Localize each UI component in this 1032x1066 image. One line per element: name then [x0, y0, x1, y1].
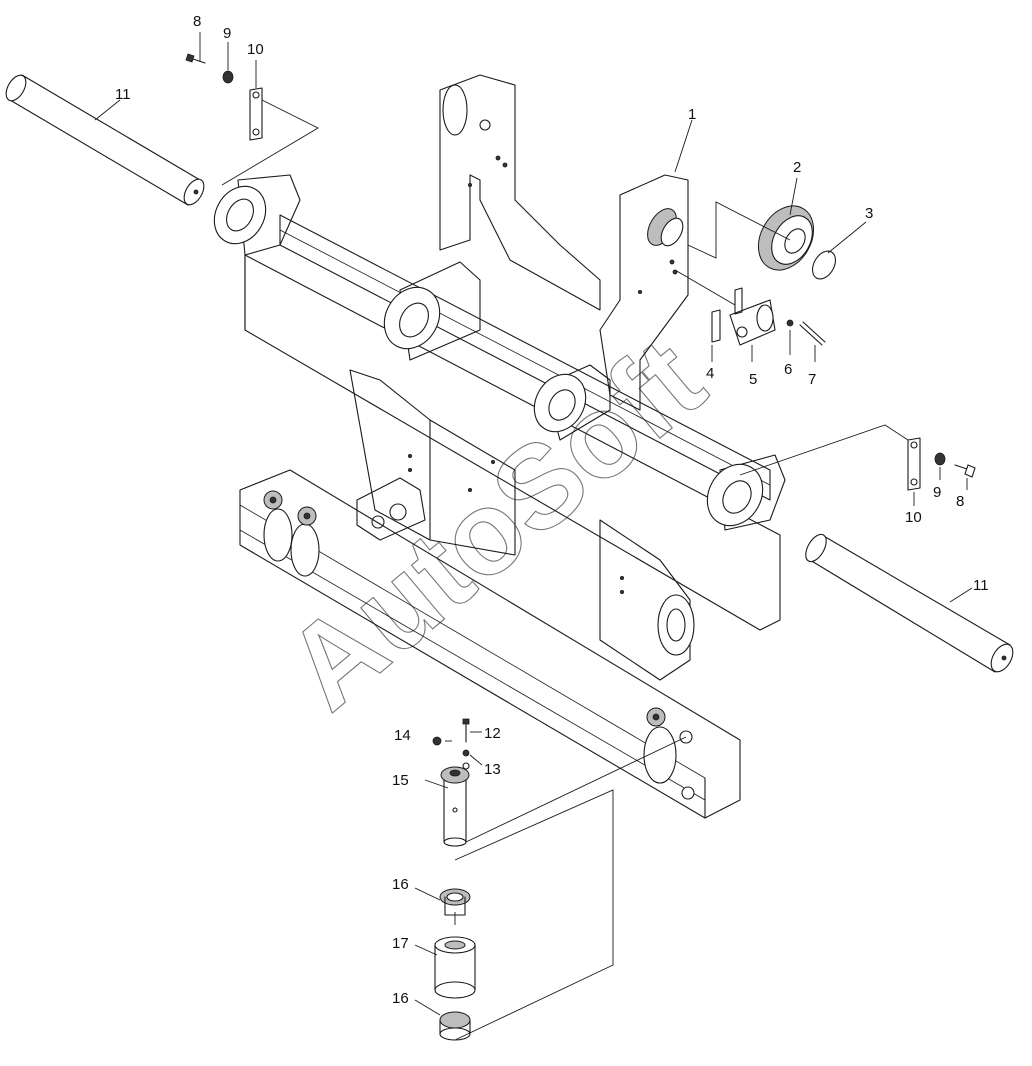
carriage-rail [239, 469, 741, 819]
main-frame [213, 74, 786, 681]
pin-right-11 [805, 533, 1014, 673]
callout-3: 3 [865, 205, 873, 222]
callout-15: 15 [392, 772, 409, 789]
callout-12: 12 [484, 725, 501, 742]
callout-13: 13 [484, 761, 501, 778]
callout-1: 1 [688, 106, 696, 123]
callout-10b: 10 [905, 509, 922, 526]
callout-8b: 8 [956, 493, 964, 510]
callout-4: 4 [706, 365, 714, 382]
callout-2: 2 [793, 159, 801, 176]
hardware-right [907, 437, 976, 491]
callout-labels: 8 9 10 11 1 2 3 4 5 6 7 8 9 10 11 12 13 … [115, 13, 989, 1007]
callout-16b: 16 [392, 990, 409, 1007]
bushing-16-lower [439, 1011, 471, 1041]
callout-10: 10 [247, 41, 264, 58]
callout-11: 11 [115, 86, 131, 103]
callout-6: 6 [784, 361, 792, 378]
callout-11b: 11 [973, 577, 989, 594]
leader-lines [94, 32, 973, 1041]
pin-assembly-15 [432, 718, 470, 847]
callout-9b: 9 [933, 484, 941, 501]
callout-5: 5 [749, 371, 757, 388]
callout-16: 16 [392, 876, 409, 893]
roller-17 [434, 936, 476, 999]
callout-14: 14 [394, 727, 411, 744]
pin-left-11 [5, 74, 205, 206]
callout-7: 7 [808, 371, 816, 388]
sensor-assembly [711, 287, 826, 346]
callout-8: 8 [193, 13, 201, 30]
callout-9: 9 [223, 25, 231, 42]
callout-17: 17 [392, 935, 409, 952]
ring-3 [811, 250, 837, 280]
watermark: AutoSoft [262, 314, 728, 735]
hardware-top-left [185, 53, 263, 141]
bushing-16-upper [439, 888, 471, 916]
